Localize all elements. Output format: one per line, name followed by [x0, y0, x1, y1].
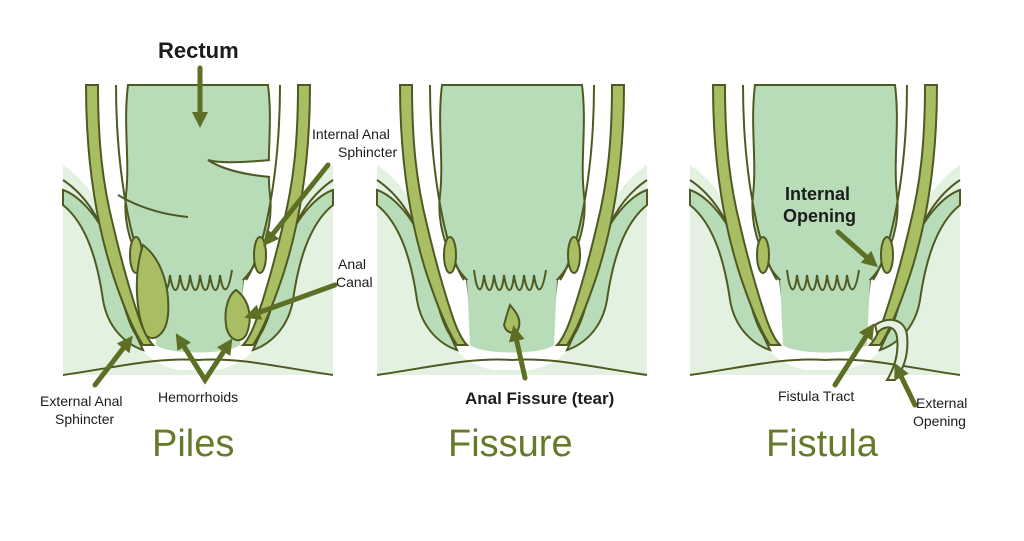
arrow-internal-sphincter — [263, 162, 331, 247]
label-hemorrhoids: Hemorrhoids — [158, 389, 238, 405]
panel-piles — [62, 84, 334, 376]
label-external-opening-line2: Opening — [913, 413, 966, 429]
label-fistula-tract: Fistula Tract — [778, 388, 854, 404]
label-internal-sphincter-line2: Sphincter — [338, 144, 397, 160]
label-anal-fissure: Anal Fissure (tear) — [465, 389, 614, 408]
label-external-sphincter-line2: Sphincter — [55, 411, 114, 427]
title-fistula: Fistula — [766, 423, 879, 465]
arrow-fistula-tract — [832, 323, 875, 388]
fistula-anatomy — [689, 84, 961, 376]
arrow-hemorrhoids — [175, 333, 233, 385]
arrow-external-sphincter — [92, 335, 133, 388]
title-fissure: Fissure — [448, 423, 573, 465]
piles-anatomy — [62, 84, 334, 376]
label-external-sphincter-line1: External Anal — [40, 393, 123, 409]
title-piles: Piles — [152, 423, 234, 465]
label-external-opening: External Opening — [913, 395, 971, 429]
label-rectum: Rectum — [158, 38, 239, 63]
label-internal-opening: Internal Opening — [783, 184, 856, 226]
rectal-fold — [207, 159, 271, 178]
label-internal-opening-line2: Opening — [783, 206, 856, 226]
arrow-anal-fissure — [508, 325, 528, 381]
arrow-external-opening — [894, 362, 918, 408]
label-internal-opening-line1: Internal — [785, 184, 850, 204]
label-anal-canal-line1: Anal — [338, 256, 366, 272]
arrow-anal-canal — [244, 282, 338, 320]
hemorrhoid-right — [224, 288, 251, 342]
panel-fissure — [376, 84, 648, 376]
label-internal-sphincter: Internal Anal Sphincter — [312, 126, 397, 160]
arrow-internal-opening — [835, 229, 878, 268]
label-external-opening-line1: External — [916, 395, 967, 411]
panel-fistula — [689, 84, 961, 381]
label-internal-sphincter-line1: Internal Anal — [312, 126, 390, 142]
label-anal-canal-line2: Canal — [336, 274, 373, 290]
label-anal-canal: Anal Canal — [336, 256, 373, 290]
label-external-sphincter: External Anal Sphincter — [40, 393, 126, 427]
hemorrhoid-left — [135, 243, 170, 340]
